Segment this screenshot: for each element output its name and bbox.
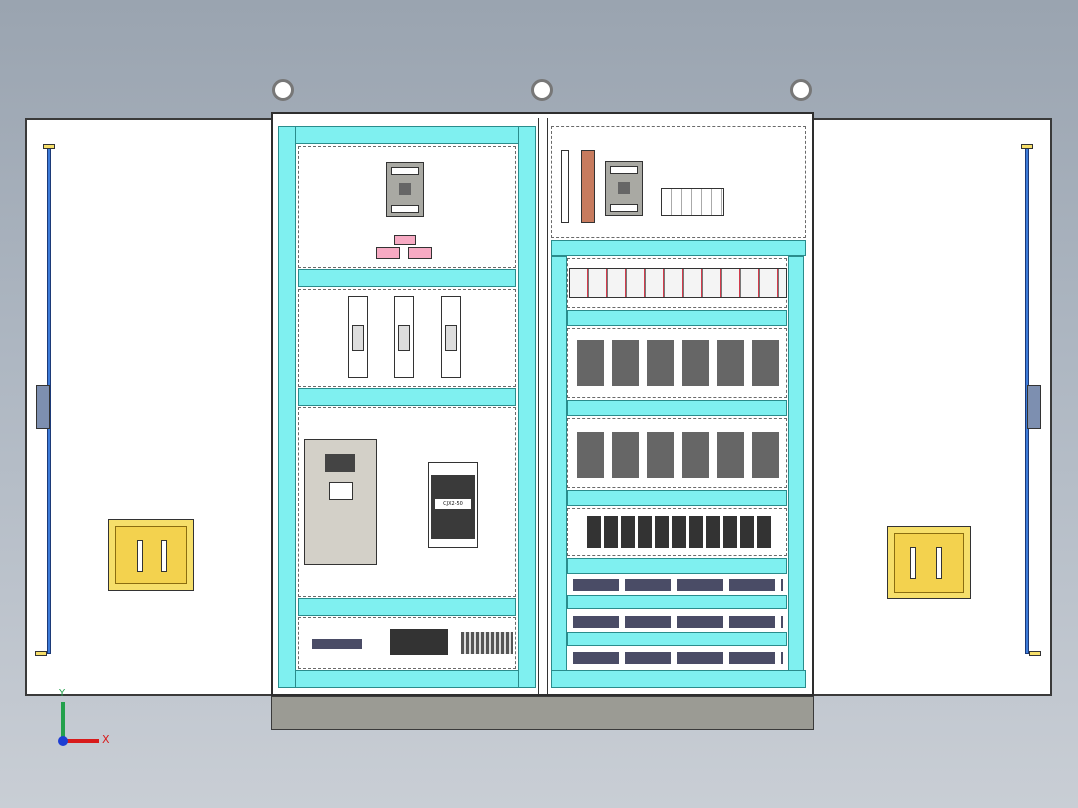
right-door-rod-cap-bottom xyxy=(1029,651,1041,656)
right-frame-side-left xyxy=(551,256,567,672)
left-frame-side-right xyxy=(518,126,536,688)
terminal-strip-small xyxy=(312,639,362,649)
relay-row-2[interactable] xyxy=(577,432,781,478)
coordinate-triad: Y X xyxy=(52,688,112,748)
terminal-block-row[interactable] xyxy=(587,516,771,548)
contactor[interactable]: CJX2-50 xyxy=(428,462,478,548)
mcb-row[interactable] xyxy=(569,268,787,298)
left-duct-3 xyxy=(298,598,516,616)
right-duct-6 xyxy=(567,632,787,646)
terminal-strip-wide xyxy=(461,632,513,654)
right-frame-side-right xyxy=(788,256,804,672)
right-duct-1 xyxy=(567,310,787,326)
relay-block xyxy=(390,629,448,655)
cabinet-divider xyxy=(538,118,548,694)
contactor-label: CJX2-50 xyxy=(443,501,463,507)
soft-starter[interactable] xyxy=(304,439,377,565)
right-duct-5 xyxy=(567,595,787,609)
main-circuit-breaker[interactable] xyxy=(386,162,424,217)
miniature-breakers[interactable] xyxy=(661,188,724,216)
left-door[interactable] xyxy=(25,118,275,696)
secondary-circuit-breaker[interactable] xyxy=(605,161,643,216)
relay-row-1[interactable] xyxy=(577,340,781,386)
right-frame-bottom xyxy=(551,670,806,688)
terminal-rail-vertical xyxy=(561,150,569,223)
lifting-eye-left xyxy=(272,79,294,101)
din-strip-3 xyxy=(573,652,783,664)
y-axis-label: Y xyxy=(59,688,66,699)
right-duct-3 xyxy=(567,490,787,506)
right-duct-top xyxy=(551,240,806,256)
right-door-latch[interactable] xyxy=(1027,385,1041,429)
left-frame-side-left xyxy=(278,126,296,688)
fuse-holder-3[interactable] xyxy=(441,296,461,378)
copper-busbar xyxy=(581,150,595,223)
left-duct-1 xyxy=(298,269,516,287)
right-door-handle[interactable] xyxy=(887,526,971,599)
left-duct-2 xyxy=(298,388,516,406)
display-screen-icon xyxy=(325,454,355,472)
fuse-holder-2[interactable] xyxy=(394,296,414,378)
cabinet-plinth xyxy=(271,696,814,730)
left-door-rod-cap-top xyxy=(43,144,55,149)
left-door-rod-cap-bottom xyxy=(35,651,47,656)
right-duct-4 xyxy=(567,558,787,574)
din-strip-2 xyxy=(573,616,783,628)
x-axis-arrow xyxy=(63,739,99,743)
y-axis-arrow xyxy=(61,702,65,740)
right-door-rod-cap-top xyxy=(1021,144,1033,149)
lifting-eye-center xyxy=(531,79,553,101)
x-axis-label: X xyxy=(102,733,110,746)
right-door[interactable] xyxy=(810,118,1052,696)
left-frame-top xyxy=(278,126,536,144)
right-duct-2 xyxy=(567,400,787,416)
origin-dot xyxy=(58,736,68,746)
left-frame-bottom xyxy=(278,670,536,688)
left-door-handle[interactable] xyxy=(108,519,194,591)
fuse-holder-1[interactable] xyxy=(348,296,368,378)
lifting-eye-right xyxy=(790,79,812,101)
left-door-latch[interactable] xyxy=(36,385,50,429)
din-strip-1 xyxy=(573,579,783,591)
terminal-connector-group xyxy=(376,235,432,259)
